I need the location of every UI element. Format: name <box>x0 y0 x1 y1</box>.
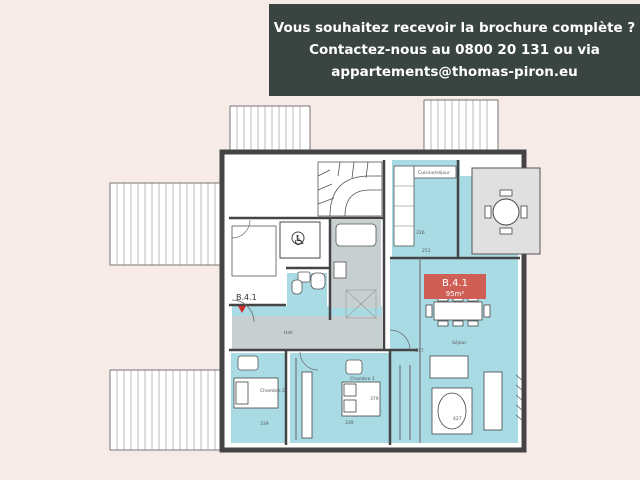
contact-banner: Vous souhaitez recevoir la brochure comp… <box>269 4 640 96</box>
banner-line-2: Contactez-nous au 0800 20 131 ou via <box>309 42 600 58</box>
dim-label: 379 <box>370 396 379 402</box>
walls <box>229 160 520 445</box>
dim-label: 251 <box>422 248 431 254</box>
living-furniture <box>429 355 503 435</box>
dim-label: 427 <box>453 416 462 422</box>
dim-label: 677 <box>415 348 424 354</box>
stair <box>317 161 383 217</box>
dim-label: 316 <box>416 230 425 236</box>
entrance-code: B.4.1 <box>236 293 257 302</box>
banner-line-3[interactable]: appartements@thomas-piron.eu <box>331 64 578 80</box>
unit-label: B.4.1 95m² <box>424 274 486 299</box>
lift <box>279 221 321 259</box>
unit-code: B.4.1 <box>442 278 468 289</box>
balcony <box>471 167 541 255</box>
entrance-marker: B.4.1 <box>236 293 257 313</box>
room-label-bedroom1: Chambre 1 <box>350 376 375 382</box>
dim-label: 339 <box>345 420 354 426</box>
dim-label: 339 <box>260 421 269 427</box>
room-label-kitchen: Cuisine/séjour <box>418 169 450 176</box>
unit-area: 95m² <box>446 290 465 298</box>
room-label-hall: Hall <box>284 330 293 336</box>
beds <box>233 371 381 439</box>
room-label-living: Séjour <box>452 339 466 346</box>
room-label-bedroom2: Chambre 2 <box>260 388 285 394</box>
top-terraces <box>229 99 499 159</box>
banner-line-1: Vous souhaitez recevoir la brochure comp… <box>273 20 636 36</box>
accessibility-icon: ♿ <box>293 233 306 249</box>
